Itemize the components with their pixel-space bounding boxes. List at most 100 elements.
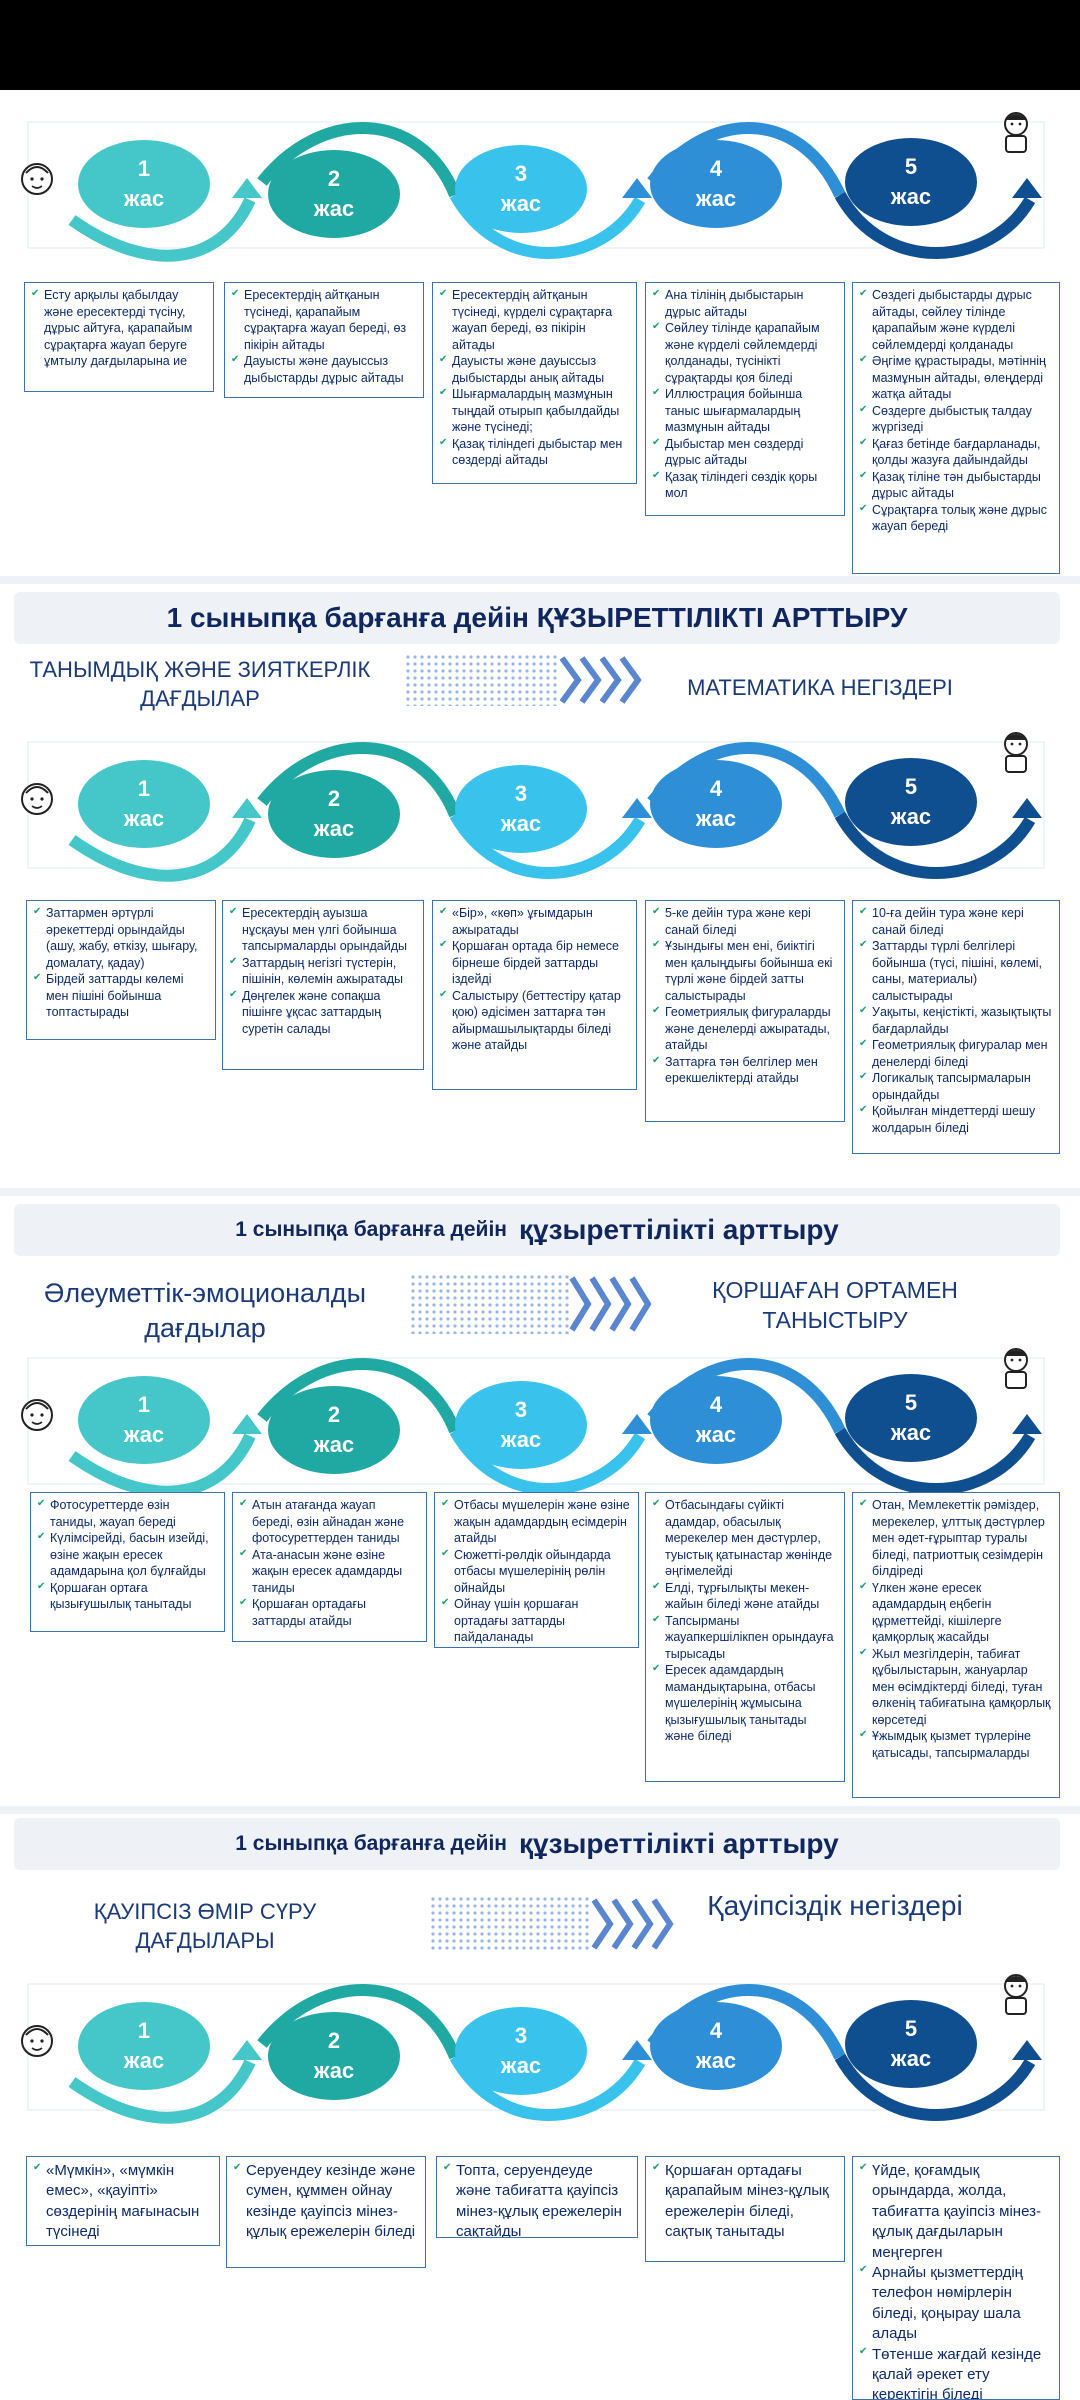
skill-item: Фотосуреттерде өзін таниды, жауап береді [37,1497,218,1530]
subject-title: МАТЕМАТИКА НЕГІЗДЕРІ [687,675,953,700]
section-banner: 1 сыныпқа барғанға дейін құзыреттілікті … [14,1818,1060,1870]
skill-item: Ата-анасын және өзіне жақын ересек адамд… [239,1547,420,1597]
chevrons-icon [569,1276,652,1332]
skill-item: Геометриялық фигуралар мен денелерді біл… [859,1037,1053,1070]
skill-item: Төтенше жағдай кезінде қалай әрекет ету … [859,2345,1053,2399]
baby-icon [21,783,53,815]
skill-item: Жыл мезгілдерін, табиғат құбылыстарын, ж… [859,1646,1053,1729]
skill-item: Отбасы мүшелерін және өзіне жақын адамда… [441,1497,632,1547]
skill-box-age-4: 5-ке дейін тура және кері санай біледі Ұ… [645,900,845,1122]
skill-item: Қазақ тіліне тән дыбыстарды дұрыс айтады [859,469,1053,502]
skill-item: 5-ке дейін тура және кері санай біледі [652,905,838,938]
skill-item: Геометриялық фигураларды және денелерді … [652,1004,838,1054]
skill-box-age-5: Отан, Мемлекеттік рәміздер, мерекелер, ұ… [852,1492,1060,1798]
skill-box-age-1: Есту арқылы қабылдау және ересектерді тү… [24,282,214,392]
skill-area-title: ТАНЫМДЫҚ ЖӘНЕ ЗИЯТКЕРЛІК ДАҒДЫЛАР [29,657,371,711]
section-banner: 1 сыныпқа барғанға дейін ҚҰЗЫРЕТТІЛІКТІ … [14,592,1060,644]
skill-box-age-4: Ана тілінің дыбыстарын дұрыс айтады Сөйл… [645,282,845,516]
track-arrows [27,1983,1045,2124]
skill-item: Иллюстрация бойынша таныс шығармалардың … [652,386,838,436]
skill-item: Әңгіме құрастырады, мәтіннің мазмұнын ай… [859,353,1053,403]
chevrons-icon [559,656,642,704]
skill-box-age-2: Ересектердің ауызша нұсқауы мен үлгі бой… [222,900,424,1070]
skill-box-age-4: Отбасындағы сүйікті адамдар, обасылық ме… [645,1492,845,1782]
skill-item: Қазақ тіліндегі дыбыстар мен сөздерді ай… [439,436,630,469]
skill-item: Ана тілінің дыбыстарын дұрыс айтады [652,287,838,320]
skill-item: Қоршаған ортадағы заттарды атайды [239,1596,420,1629]
section-divider [0,1188,1080,1196]
skill-box-age-2: Ересектердің айтқанын түсінеді, қарапайы… [224,282,424,398]
skill-box-age-1: Заттармен әртүрлі әрекеттерді орындайды … [26,900,216,1040]
skill-item: Елді, тұрғылықты мекен-жайын біледі және… [652,1580,838,1613]
skill-box-age-5: Үйде, қоғамдық орындарда, жолда, табиғат… [852,2156,1060,2400]
skill-box-age-5: 10-ға дейін тура және кері санай біледі … [852,900,1060,1154]
section-divider [0,576,1080,584]
skill-item: Дауысты және дауыссыз дыбыстарды дұрыс а… [231,353,417,386]
skill-item: Қазақ тіліндегі сөздік қоры мол [652,469,838,502]
skill-item: Сөздегі дыбыстарды дұрыс айтады, сөйлеу … [859,287,1053,353]
skill-box-age-1: «Мүмкін», «мүмкін емес», «қауіпті» сөзде… [26,2156,220,2246]
skill-item: Серуендеу кезінде және сумен, құммен ойн… [233,2161,419,2243]
banner-title-small: 1 сыныпқа барғанға дейін [235,1218,507,1241]
skill-box-age-3: Ересектердің айтқанын түсінеді, күрделі … [432,282,637,484]
skill-box-age-3: Отбасы мүшелерін және өзіне жақын адамда… [434,1492,639,1648]
skill-item: 10-ға дейін тура және кері санай біледі [859,905,1053,938]
skill-item: Ересектердің айтқанын түсінеді, қарапайы… [231,287,417,353]
baby-icon [21,2025,53,2057]
skill-item: Ересек адамдардың мамандықтарына, отбасы… [652,1662,838,1745]
skill-item: Дыбыстар мен сөздерді дұрыс айтады [652,436,838,469]
skill-item: Үйде, қоғамдық орындарда, жолда, табиғат… [859,2161,1053,2263]
skill-box-age-4: Қоршаған ортадағы қарапайым мінез-құлық … [645,2156,845,2262]
dots-decoration [405,654,560,706]
skill-item: Қойылған міндеттерді шешу жолдарын білед… [859,1103,1053,1136]
skill-area-title: Әлеуметтік-эмоционалды дағдылар [44,1278,366,1344]
banner-title-big: құзыреттілікті арттыру [519,1214,839,1245]
section-divider [0,1806,1080,1814]
skill-item: Сюжетті-рөлдік ойындарда отбасы мүшелері… [441,1547,632,1597]
skill-box-age-2: Серуендеу кезінде және сумен, құммен ойн… [226,2156,426,2268]
banner-title-small: 1 сыныпқа барғанға дейін [235,1832,507,1855]
skill-area-title: ҚАУІПСІЗ ӨМІР СҮРУ ДАҒДЫЛАРЫ [93,1899,317,1953]
skill-item: Сөйлеу тілінде қарапайым және күрделі сө… [652,320,838,386]
baby-icon [21,1399,53,1431]
skill-item: Қоршаған ортаға қызығушылық танытады [37,1580,218,1613]
status-bar [0,0,1080,90]
skill-item: Арнайы қызметтердің телефон нөмірлерін б… [859,2263,1053,2345]
skill-item: Атын атағанда жауап береді, өзін айнадан… [239,1497,420,1547]
skill-item: Қоршаған ортадағы қарапайым мінез-құлық … [652,2161,838,2243]
skill-item: Салыстыру (беттестіру қатар қою) әдісіме… [439,988,630,1054]
skill-item: Ересектердің айтқанын түсінеді, күрделі … [439,287,630,353]
banner-title: 1 сыныпқа барғанға дейін ҚҰЗЫРЕТТІЛІКТІ … [166,602,908,633]
child-icon [1004,112,1028,153]
skill-item: Заттармен әртүрлі әрекеттерді орындайды … [33,905,209,971]
skill-item: Сұрақтарға толық және дұрыс жауап береді [859,502,1053,535]
skill-item: Дауысты және дауыссыз дыбыстарды анық ай… [439,353,630,386]
banner-title-big: құзыреттілікті арттыру [519,1828,839,1859]
skill-item: Қоршаған ортада бір немесе бірнеше бірде… [439,938,630,988]
skill-item: Бірдей заттарды көлемі мен пішіні бойынш… [33,971,209,1021]
section-banner: 1 сыныпқа барғанға дейін құзыреттілікті … [14,1204,1060,1256]
skill-item: Отан, Мемлекеттік рәміздер, мерекелер, ұ… [859,1497,1053,1580]
skill-item: Есту арқылы қабылдау және ересектерді тү… [31,287,207,370]
child-icon [1004,1974,1028,2015]
skill-box-age-5: Сөздегі дыбыстарды дұрыс айтады, сөйлеу … [852,282,1060,574]
skill-item: Сөздерге дыбыстық талдау жүргізеді [859,403,1053,436]
skill-item: Логикалық тапсырмаларын орындайды [859,1070,1053,1103]
dots-decoration [430,1896,590,1952]
